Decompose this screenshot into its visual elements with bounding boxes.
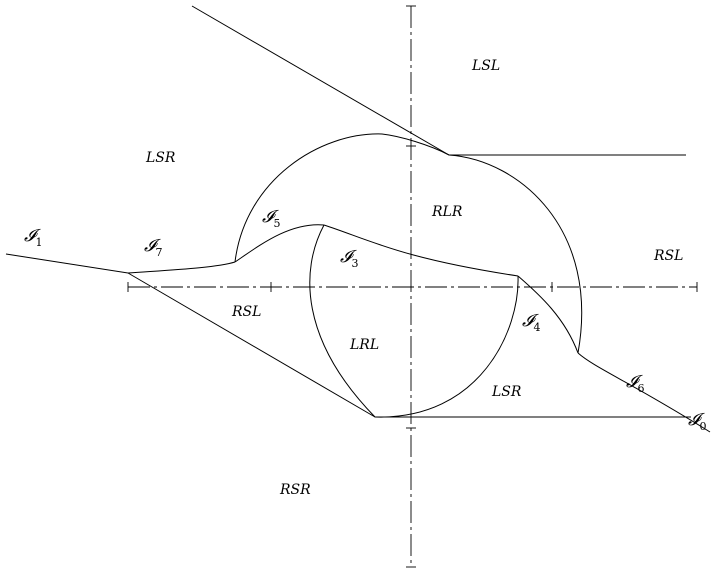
region-label-rlr: RLR xyxy=(431,204,463,220)
curve-i5 xyxy=(234,224,325,263)
region-label-lrl: LRL xyxy=(349,337,379,353)
outer-arc xyxy=(234,133,583,354)
region-label-lsr-bottom: LSR xyxy=(491,384,522,400)
upper-tangent-line xyxy=(191,5,450,156)
region-labels: LSL LSR RLR RSL RSL LRL LSR RSR xyxy=(145,58,683,498)
curve-label-i1: 𝓘1 xyxy=(24,226,43,249)
region-label-lsl-top: LSL xyxy=(471,58,500,74)
axes xyxy=(127,5,698,568)
curve-i3 xyxy=(323,224,519,277)
curve-labels: 𝓘1 𝓘7 𝓘5 𝓘3 𝓘4 𝓘6 𝓘0 xyxy=(24,207,707,433)
lower-tangent-line xyxy=(127,272,376,418)
region-label-rsr: RSR xyxy=(279,482,311,498)
curve-label-i0: 𝓘0 xyxy=(688,410,707,433)
curve-i7 xyxy=(127,261,236,274)
curve-label-i7: 𝓘7 xyxy=(144,236,163,259)
region-label-lsr-left: LSR xyxy=(145,150,176,166)
curve-label-i3: 𝓘3 xyxy=(340,247,359,270)
boundary-curves xyxy=(5,5,711,433)
curve-i1 xyxy=(5,253,129,274)
region-label-rsl-right: RSL xyxy=(653,248,683,264)
curve-i4 xyxy=(517,275,579,354)
region-label-rsl-center: RSL xyxy=(231,304,261,320)
curve-i0-i6 xyxy=(577,352,711,433)
curve-label-i5: 𝓘5 xyxy=(262,207,281,230)
curve-label-i4: 𝓘4 xyxy=(522,311,541,334)
curve-label-i6: 𝓘6 xyxy=(626,372,645,395)
